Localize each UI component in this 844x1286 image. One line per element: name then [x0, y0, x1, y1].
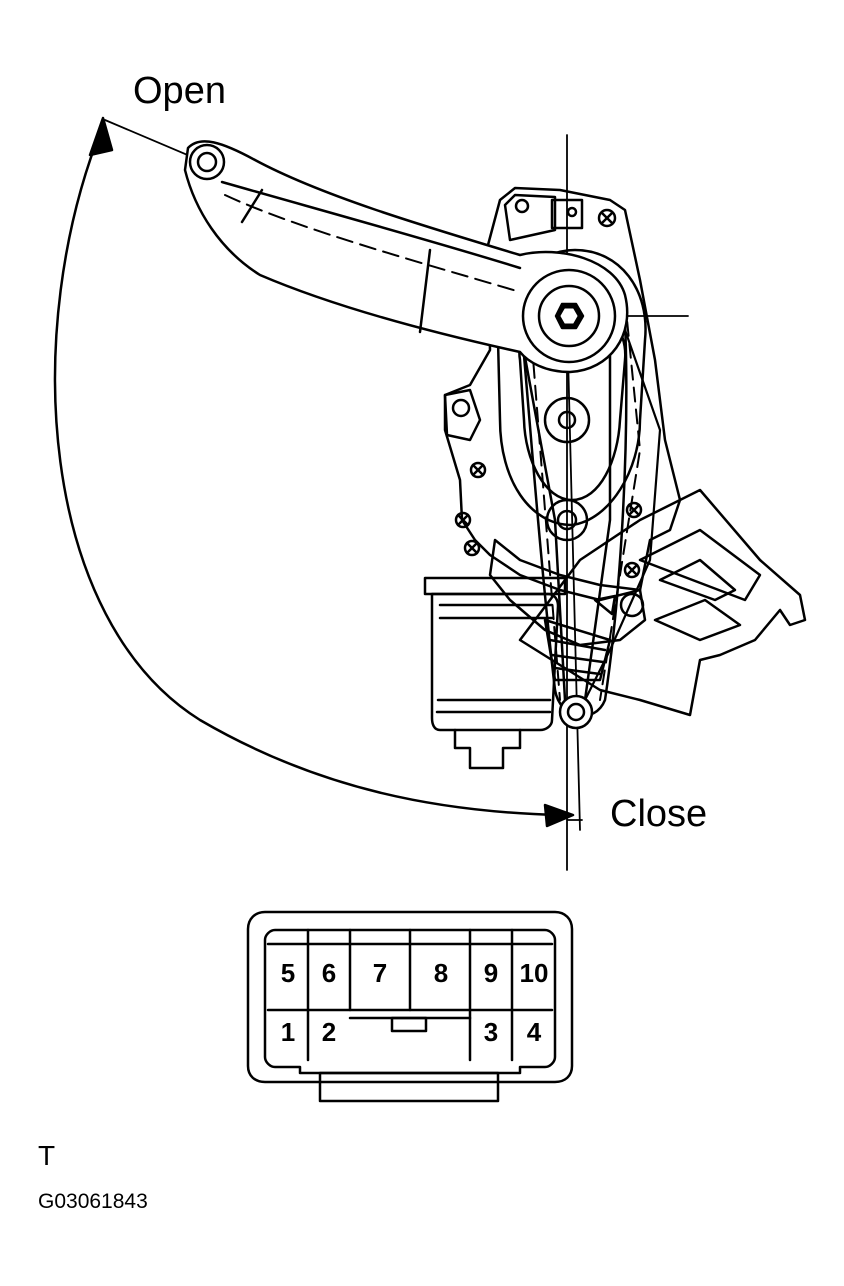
- pin-label: 1: [280, 1017, 296, 1047]
- connector: [246, 910, 574, 1103]
- pin-label: 5: [280, 958, 296, 988]
- arrow-close-head: [543, 803, 575, 828]
- pin-label: 2: [321, 1017, 337, 1047]
- pin-label: 9: [483, 958, 499, 988]
- handle-lever: [183, 140, 629, 374]
- open-label: Open: [133, 70, 226, 112]
- pin-label: 10: [519, 958, 549, 988]
- lever-close-position: [518, 308, 628, 730]
- pin-label: 3: [483, 1017, 499, 1047]
- swing-arc: [53, 116, 575, 828]
- view-code-label: T: [38, 1140, 56, 1171]
- motor: [423, 576, 567, 770]
- arrow-open-head: [88, 116, 114, 157]
- close-label: Close: [610, 793, 708, 835]
- pin-label: 8: [433, 958, 449, 988]
- pin-label: 6: [321, 958, 337, 988]
- figure-id-label: G03061843: [38, 1190, 148, 1213]
- pin-label: 7: [372, 958, 388, 988]
- pin-label: 4: [526, 1017, 542, 1047]
- linkage-rods: [518, 299, 662, 702]
